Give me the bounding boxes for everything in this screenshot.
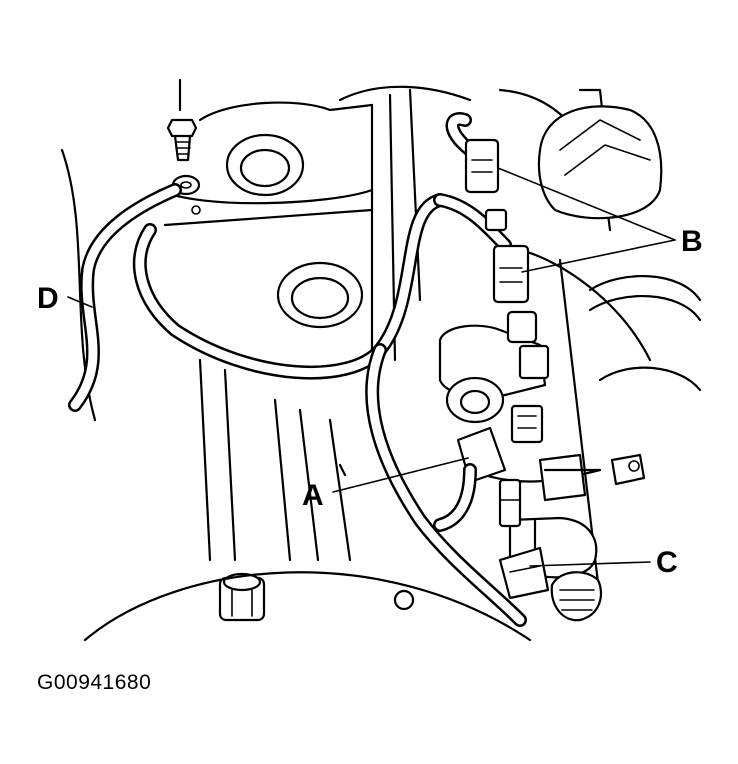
label-b: B [681, 225, 703, 258]
transmission-housing [83, 463, 532, 642]
label-a: A [302, 479, 324, 512]
connectors-b [464, 138, 550, 444]
hose-a [433, 426, 602, 532]
figure-code: G00941680 [37, 671, 152, 694]
cylinder-head-bosses [225, 133, 415, 611]
connector-c [498, 546, 550, 600]
ground-wire-d [68, 183, 182, 412]
oil-filler-cap [537, 105, 702, 392]
leader-lines [67, 167, 676, 567]
label-c: C [656, 546, 678, 579]
hardware-nuts [218, 453, 646, 622]
label-d: D [37, 282, 59, 315]
wiring-harness [132, 112, 527, 627]
